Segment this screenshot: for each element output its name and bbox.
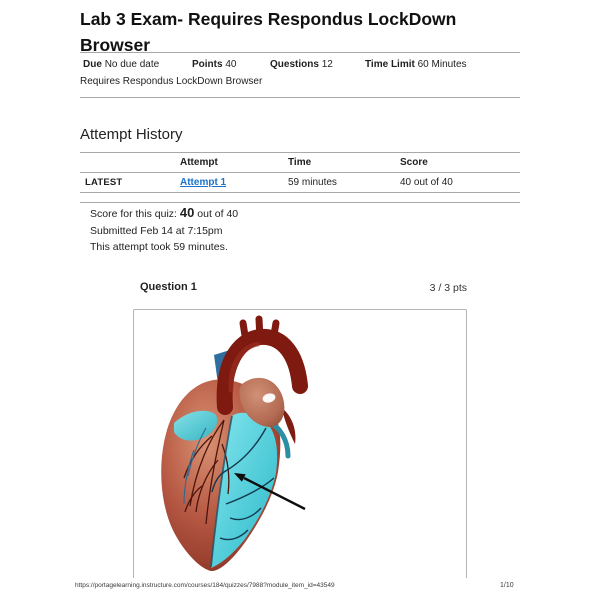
column-header-score: Score <box>400 157 428 168</box>
score-suffix: out of 40 <box>197 208 239 220</box>
meta-time-limit-label: Time Limit <box>365 59 415 70</box>
quiz-meta-row: Due No due date Points 40 Questions 12 T… <box>80 59 540 73</box>
meta-due-value: No due date <box>104 59 160 70</box>
page-title: Lab 3 Exam- Requires Respondus LockDown … <box>80 9 457 55</box>
meta-questions-value: 12 <box>321 59 333 70</box>
meta-questions-label: Questions <box>270 59 319 70</box>
heart-diagram-image <box>161 315 308 572</box>
submitted-line: Submitted Feb 14 at 7:15pm <box>90 224 223 237</box>
requirement-note: Requires Respondus LockDown Browser <box>80 76 263 87</box>
column-header-time: Time <box>288 157 312 168</box>
score-line: Score for this quiz: 40 out of 40 <box>90 205 238 223</box>
cyan-band-upper <box>174 410 218 441</box>
meta-questions: Questions 12 <box>270 59 333 70</box>
table-header-row: Attempt Time Score <box>80 153 520 173</box>
meta-due-label: Due <box>83 59 102 70</box>
cardiac-veins-blue <box>183 427 207 505</box>
question-title: Question 1 <box>140 281 197 293</box>
divider-under-meta <box>80 97 520 98</box>
aorta-branch-3 <box>269 319 280 345</box>
right-atrium-flap <box>239 377 285 427</box>
attempt-history-table: Attempt Time Score LATEST Attempt 1 59 m… <box>80 152 520 193</box>
meta-time-limit-value: 60 Minutes <box>417 59 467 70</box>
aorta-branch-2 <box>255 315 264 343</box>
question-points: 3 / 3 pts <box>429 282 467 294</box>
meta-time-limit: Time Limit 60 Minutes <box>365 59 467 70</box>
highlighted-region-cyan <box>211 412 278 568</box>
aorta-highlight <box>228 341 261 393</box>
divider-under-table <box>80 202 520 203</box>
question-card <box>133 309 467 578</box>
vessels-on-cyan <box>211 427 275 541</box>
meta-due: Due No due date <box>83 59 159 70</box>
coronary-vessels-red <box>183 419 230 525</box>
divider-under-title <box>80 52 520 53</box>
score-prefix: Score for this quiz: <box>90 208 177 220</box>
footer-url: https://portagelearning.instructure.com/… <box>75 582 335 589</box>
attempt-link[interactable]: Attempt 1 <box>180 177 227 188</box>
maroon-edge <box>282 408 296 444</box>
table-row: LATEST Attempt 1 59 minutes 40 out of 40 <box>80 173 520 193</box>
meta-points-value: 40 <box>225 59 237 70</box>
attempt-duration-line: This attempt took 59 minutes. <box>90 241 228 253</box>
meta-points-label: Points <box>192 59 223 70</box>
column-header-attempt: Attempt <box>180 157 218 168</box>
white-highlight <box>262 393 276 403</box>
pointer-arrow <box>234 473 306 511</box>
attempt-history-heading: Attempt History <box>80 126 183 143</box>
footer-page-number: 1/10 <box>500 582 514 589</box>
row-label-latest: LATEST <box>85 177 123 188</box>
result-summary: Score for this quiz: 40 out of 40 Submit… <box>90 205 238 256</box>
attempt-time: 59 minutes <box>288 177 337 188</box>
aorta-branch-1 <box>239 319 250 346</box>
meta-points: Points 40 <box>192 59 236 70</box>
attempt-score: 40 out of 40 <box>400 177 453 188</box>
interventricular-line <box>210 415 233 568</box>
score-value: 40 <box>179 205 195 220</box>
